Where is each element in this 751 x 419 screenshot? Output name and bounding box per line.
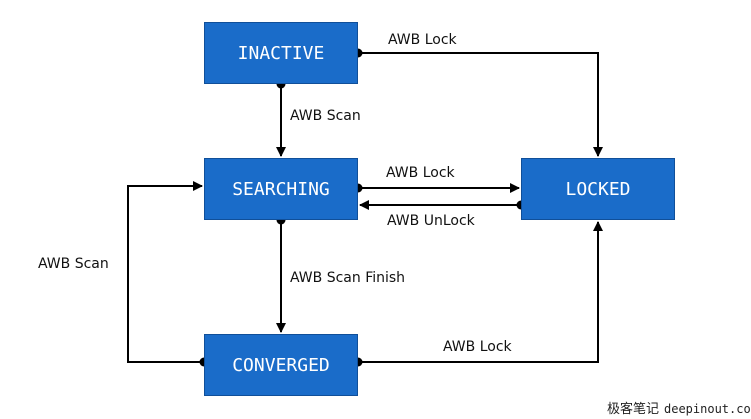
state-converged-label: CONVERGED: [232, 354, 330, 376]
watermark-site: deepinout.com: [664, 402, 751, 416]
edge-inactive-to-searching: AWB Scan: [276, 79, 361, 157]
state-inactive-label: INACTIVE: [237, 42, 325, 64]
edge-converged-to-locked: AWB Lock: [353, 221, 603, 367]
edge-locked-to-searching: AWB UnLock: [359, 200, 526, 229]
state-converged: CONVERGED: [204, 334, 358, 396]
edge-inactive-to-locked: AWB Lock: [353, 32, 603, 157]
label-searching-to-converged: AWB Scan Finish: [290, 270, 405, 286]
label-searching-to-locked: AWB Lock: [386, 165, 456, 181]
label-inactive-to-locked: AWB Lock: [388, 32, 458, 48]
watermark-cn: 极客笔记: [607, 401, 659, 417]
edge-converged-to-searching: AWB Scan: [38, 181, 209, 367]
edge-searching-to-locked: AWB Lock: [353, 165, 520, 193]
state-searching-label: SEARCHING: [232, 178, 330, 200]
state-inactive: INACTIVE: [204, 22, 358, 84]
edge-searching-to-converged: AWB Scan Finish: [276, 215, 405, 333]
state-searching: SEARCHING: [204, 158, 358, 220]
state-locked-label: LOCKED: [565, 178, 631, 200]
label-inactive-to-searching: AWB Scan: [290, 108, 361, 124]
watermark: 极客笔记 deepinout.com: [607, 401, 751, 417]
label-locked-to-searching: AWB UnLock: [387, 213, 476, 229]
state-locked: LOCKED: [521, 158, 675, 220]
label-converged-to-searching: AWB Scan: [38, 256, 109, 272]
label-converged-to-locked: AWB Lock: [443, 339, 513, 355]
